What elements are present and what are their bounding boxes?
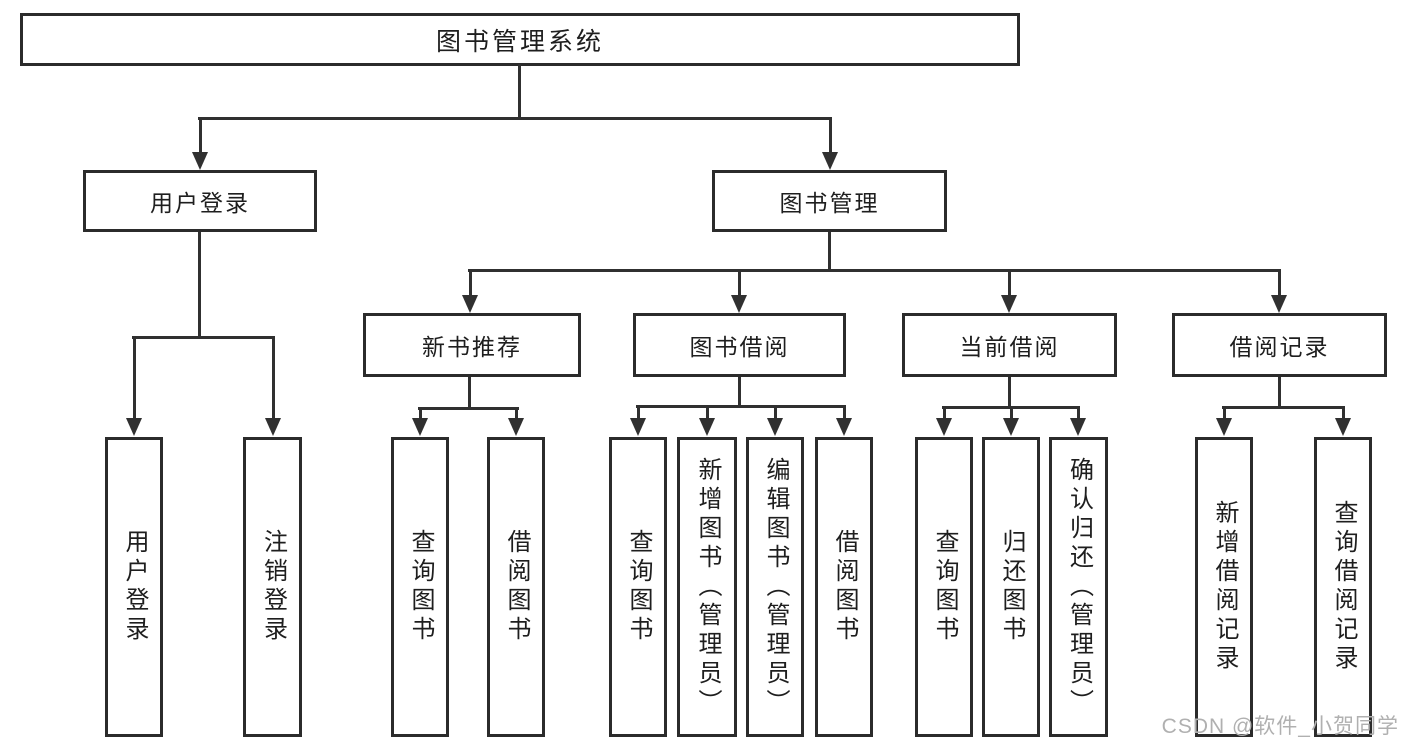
node-book-borrow-label: 图书借阅 xyxy=(689,334,790,360)
arrow-to-leaf-record-query xyxy=(1335,406,1351,436)
connector-newbook-hline xyxy=(418,407,519,410)
leaf-borrow-query-label: 查询图书 xyxy=(625,529,652,645)
node-root-label: 图书管理系统 xyxy=(435,27,604,56)
connector-borrowrecord-stub xyxy=(1278,377,1281,409)
arrow-to-book-management xyxy=(822,117,838,170)
leaf-newbook-query-label: 查询图书 xyxy=(407,529,434,645)
leaf-newbook-query: 查询图书 xyxy=(391,437,449,737)
connector-currentborrow-stub xyxy=(1008,377,1011,409)
leaf-current-return: 归还图书 xyxy=(982,437,1040,737)
arrow-to-current-borrow xyxy=(1001,269,1017,313)
leaf-current-return-label: 归还图书 xyxy=(998,529,1025,645)
leaf-current-query-label: 查询图书 xyxy=(931,529,958,645)
node-book-borrow: 图书借阅 xyxy=(633,313,846,377)
node-book-management-label: 图书管理 xyxy=(779,190,880,216)
node-root: 图书管理系统 xyxy=(20,13,1020,66)
connector-root-hline xyxy=(198,117,832,120)
arrow-to-leaf-current-confirm xyxy=(1070,406,1086,436)
leaf-record-query: 查询借阅记录 xyxy=(1314,437,1372,737)
arrow-to-leaf-borrow-edit xyxy=(767,405,783,436)
connector-borrowrecord-hline xyxy=(1222,406,1345,409)
connector-bookborrow-stub xyxy=(738,377,741,408)
leaf-borrow-add-admin: 新增图书（管理员） xyxy=(677,437,737,737)
connector-userlogin-hline xyxy=(132,336,274,339)
leaf-newbook-borrow: 借阅图书 xyxy=(487,437,545,737)
connector-root-stub xyxy=(518,64,521,120)
node-current-borrow: 当前借阅 xyxy=(902,313,1117,377)
arrow-to-new-book-recommend xyxy=(462,269,478,313)
leaf-logout: 注销登录 xyxy=(243,437,302,737)
arrow-to-leaf-newbook-borrow xyxy=(508,407,524,436)
arrow-to-leaf-borrow-add xyxy=(699,405,715,436)
leaf-user-login-label: 用户登录 xyxy=(121,529,148,645)
arrow-to-leaf-borrow-query xyxy=(630,405,646,436)
leaf-current-confirm-admin-label: 确认归还（管理员） xyxy=(1065,456,1093,718)
arrow-to-leaf-record-add xyxy=(1216,406,1232,436)
arrow-to-leaf-user-login xyxy=(126,336,142,436)
connector-userlogin-stub xyxy=(198,232,201,339)
connector-bookmgmt-stub xyxy=(828,232,831,272)
leaf-current-confirm-admin: 确认归还（管理员） xyxy=(1049,437,1108,737)
leaf-borrow-add-admin-label: 新增图书（管理员） xyxy=(694,456,721,718)
node-borrow-record-label: 借阅记录 xyxy=(1229,334,1330,360)
leaf-record-query-label: 查询借阅记录 xyxy=(1330,500,1357,674)
csdn-watermark: CSDN @软件_小贺同学 xyxy=(1161,715,1399,738)
leaf-newbook-borrow-label: 借阅图书 xyxy=(503,529,530,645)
arrow-to-borrow-record xyxy=(1271,269,1287,313)
arrow-to-user-login xyxy=(192,117,208,170)
leaf-logout-label: 注销登录 xyxy=(259,529,287,645)
leaf-record-add-label: 新增借阅记录 xyxy=(1211,500,1238,674)
node-book-management: 图书管理 xyxy=(712,170,947,232)
arrow-to-leaf-current-query xyxy=(936,406,952,436)
leaf-borrow-edit-admin-label: 编辑图书（管理员） xyxy=(762,456,789,718)
node-new-book-recommend-label: 新书推荐 xyxy=(422,334,522,360)
leaf-borrow-query: 查询图书 xyxy=(609,437,667,737)
node-user-login-label: 用户登录 xyxy=(150,190,250,216)
leaf-current-query: 查询图书 xyxy=(915,437,973,737)
leaf-user-login: 用户登录 xyxy=(105,437,163,737)
arrow-to-leaf-newbook-query xyxy=(412,407,428,436)
leaf-borrow-book-label: 借阅图书 xyxy=(831,529,858,645)
node-borrow-record: 借阅记录 xyxy=(1172,313,1387,377)
node-user-login: 用户登录 xyxy=(83,170,317,232)
arrow-to-leaf-current-return xyxy=(1003,406,1019,436)
connector-bookborrow-hline xyxy=(636,405,846,408)
connector-bookmgmt-hline xyxy=(468,269,1281,272)
node-new-book-recommend: 新书推荐 xyxy=(363,313,581,377)
leaf-borrow-edit-admin: 编辑图书（管理员） xyxy=(746,437,804,737)
arrow-to-leaf-borrow-book xyxy=(836,405,852,436)
leaf-borrow-book: 借阅图书 xyxy=(815,437,873,737)
leaf-record-add: 新增借阅记录 xyxy=(1195,437,1253,737)
arrow-to-book-borrow xyxy=(731,269,747,313)
connector-newbook-stub xyxy=(468,377,471,410)
node-current-borrow-label: 当前借阅 xyxy=(959,334,1060,360)
arrow-to-leaf-logout xyxy=(265,336,281,436)
